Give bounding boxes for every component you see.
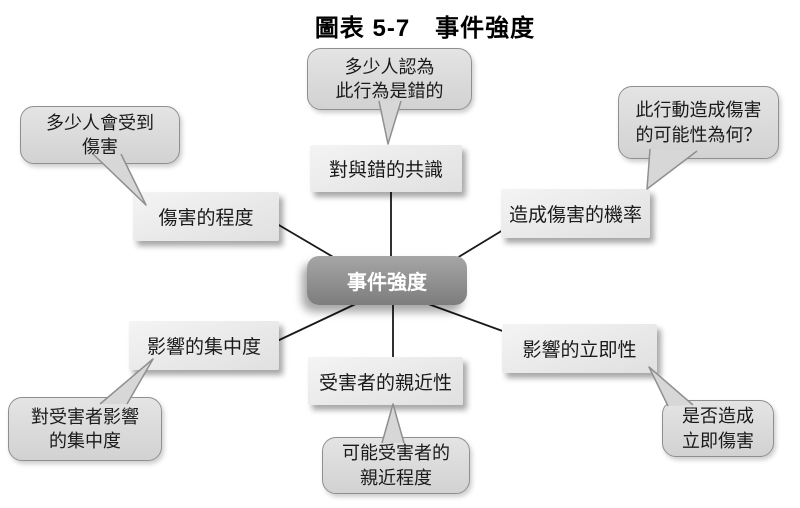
connector-lower-left [274,300,363,343]
callout-consensus-of-wrong: 多少人認為 此行為是錯的 [307,48,472,110]
callout-probability-of-harm: 此行動造成傷害 的可能性為何？ [618,86,779,159]
node-proximity-of-victims: 受害者的親近性 [308,357,463,405]
callout-magnitude-of-harm: 多少人會受到 傷害 [20,106,180,164]
connector-upper-right [451,226,509,262]
connector-upper-left [271,220,341,262]
callout-immediacy-of-effect: 是否造成 立即傷害 [662,400,774,457]
center-node-event-intensity: 事件強度 [307,256,467,305]
node-magnitude-of-harm: 傷害的程度 [133,192,279,241]
node-probability-of-harm: 造成傷害的機率 [501,189,650,238]
callout-concentration-of-effect: 對受害者影響 的集中度 [8,397,162,461]
figure-title: 圖表 5-7 事件強度 [314,15,536,42]
connector-lower-right [419,300,509,334]
callout-proximity-of-victims: 可能受害者的 親近程度 [322,437,470,494]
node-concentration-of-effect: 影響的集中度 [129,321,279,370]
node-immediacy-of-effect: 影響的立即性 [502,324,657,373]
node-consensus-of-wrong: 對與錯的共識 [310,145,462,192]
